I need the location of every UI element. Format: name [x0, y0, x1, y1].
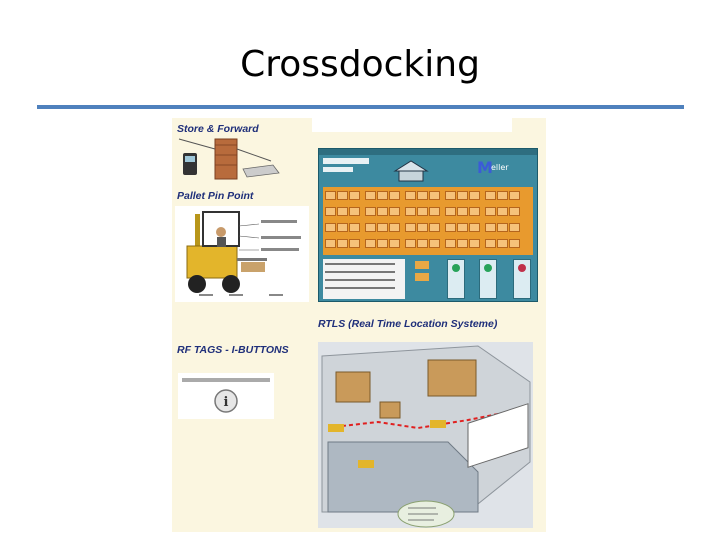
header-bar	[312, 118, 512, 132]
title-underline	[37, 105, 684, 109]
pallet-stack-icon	[427, 359, 477, 397]
filter-field	[323, 167, 353, 172]
window-titlebar	[319, 149, 537, 155]
ibutton-illustration: i	[178, 373, 274, 419]
slide-title: Crossdocking	[240, 44, 480, 85]
warehouse-logo-icon	[393, 160, 429, 182]
wall-icon	[214, 138, 238, 180]
forklift-body	[186, 245, 238, 279]
tag-strip-icon	[182, 378, 270, 382]
store-forward-label: Store & Forward	[177, 123, 259, 135]
wheel-icon	[222, 275, 240, 293]
pallet-icon	[241, 262, 265, 272]
rtls-label: RTLS (Real Time Location Systeme)	[318, 318, 498, 330]
wheel-icon	[188, 275, 206, 293]
driver-icon	[216, 227, 226, 237]
svg-text:i: i	[224, 395, 229, 410]
order-list	[323, 259, 405, 299]
dock-gauge	[513, 259, 531, 299]
forklift-icon	[358, 460, 374, 468]
forklift-illustration	[175, 206, 309, 302]
rtls-warehouse-illustration	[318, 342, 533, 528]
rf-tags-label: RF TAGS - I-BUTTONS	[177, 344, 289, 356]
action-button	[415, 261, 429, 269]
reader-pad-icon	[242, 164, 280, 178]
dock-gauge	[447, 259, 465, 299]
software-screenshot: M eller	[318, 148, 538, 302]
action-button	[415, 273, 429, 281]
pallet-icon	[379, 401, 401, 419]
fork-icon	[237, 258, 267, 261]
logo-text: eller	[491, 163, 509, 172]
forklift-icon	[430, 420, 446, 428]
route-path	[341, 411, 509, 430]
pallet-pin-point-label: Pallet Pin Point	[177, 190, 254, 202]
search-field	[323, 158, 369, 164]
dock-gauge	[479, 259, 497, 299]
ibutton-icon	[214, 389, 238, 413]
truck-trailer-icon	[467, 403, 529, 468]
logo-letter: M	[477, 158, 493, 177]
location-grid	[323, 187, 533, 255]
crossdocking-collage: Store & Forward Pallet Pin Point	[172, 118, 546, 532]
store-forward-illustration	[175, 135, 280, 181]
forklift-icon	[328, 424, 344, 432]
pallet-stack-icon	[335, 371, 371, 403]
